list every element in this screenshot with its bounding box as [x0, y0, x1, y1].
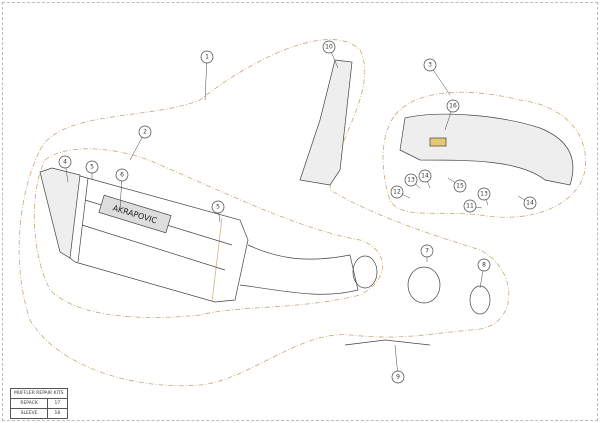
- callout-number: 14: [421, 173, 429, 180]
- callout-3: 3: [423, 58, 451, 96]
- callout-10: 10: [322, 40, 339, 69]
- callout-number: 13: [407, 177, 415, 184]
- callout-16: 16: [444, 99, 460, 131]
- callout-number: 9: [396, 374, 400, 381]
- clamp: [469, 285, 491, 315]
- callout-13: 13: [477, 187, 491, 206]
- callout-12: 12: [390, 185, 411, 199]
- kit-name: REPACK: [9, 398, 49, 409]
- heat-shield: [399, 113, 574, 186]
- callout-13: 13: [404, 173, 421, 189]
- group-outline-3: [382, 91, 586, 218]
- callout-number: 5: [90, 164, 94, 171]
- sleeve: [407, 266, 441, 304]
- callout-8: 8: [477, 258, 491, 289]
- kit-part: 18: [47, 408, 68, 419]
- callout-7: 7: [420, 244, 434, 262]
- callout-number: 10: [325, 44, 333, 51]
- callout-number: 8: [482, 262, 486, 269]
- callout-2: 2: [129, 125, 152, 161]
- callout-number: 4: [63, 159, 67, 166]
- callout-11: 11: [463, 199, 483, 213]
- callout-number: 12: [393, 189, 401, 196]
- bracket: [299, 59, 353, 186]
- repair-kits-title: MUFFLER REPAIR KITS: [10, 388, 68, 399]
- spring: [344, 339, 431, 346]
- kit-name: SLEEVE: [9, 408, 49, 419]
- callout-14: 14: [418, 169, 432, 189]
- group-outline-1: [18, 39, 510, 387]
- callout-number: 3: [428, 62, 432, 69]
- callout-15: 15: [447, 177, 467, 193]
- callout-4: 4: [58, 155, 72, 183]
- callout-1: 1: [200, 50, 214, 101]
- callout-number: 6: [120, 172, 124, 179]
- callout-number: 1: [205, 54, 209, 61]
- callout-6: 6: [115, 168, 129, 211]
- callout-number: 16: [449, 103, 457, 110]
- kit-part: 17: [47, 398, 68, 409]
- callout-14: 14: [517, 195, 537, 210]
- callout-number: 2: [143, 129, 147, 136]
- callout-number: 14: [526, 200, 534, 207]
- callout-number: 15: [456, 183, 464, 190]
- callout-number: 13: [480, 191, 488, 198]
- callout-9: 9: [391, 344, 405, 384]
- muffler: AKRAPOVIC: [39, 167, 378, 303]
- callout-number: 5: [216, 204, 220, 211]
- callout-number: 7: [425, 248, 429, 255]
- callout-5: 5: [85, 160, 99, 180]
- callout-number: 11: [466, 203, 474, 210]
- callout-5: 5: [211, 200, 225, 223]
